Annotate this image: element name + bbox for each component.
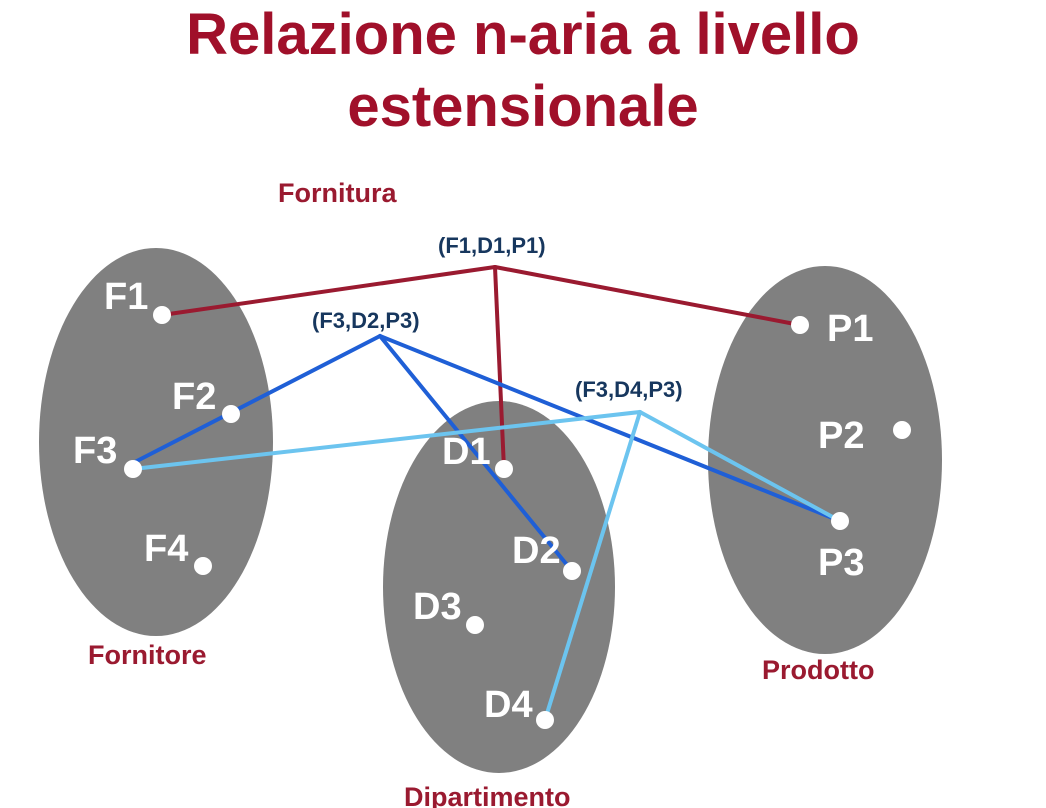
- tuple-f3-d2-p3-lines: [131, 334, 842, 573]
- dot-d1: [495, 460, 513, 478]
- set-label-dipartimento: Dipartimento: [404, 782, 571, 808]
- element-label-f1: F1: [104, 276, 148, 318]
- dot-p1: [791, 316, 809, 334]
- link-f1: [160, 265, 497, 317]
- dot-f4: [194, 557, 212, 575]
- link-f3: [131, 410, 642, 471]
- element-label-d2: D2: [512, 530, 561, 572]
- dot-p3: [831, 512, 849, 530]
- relation-name-label: Fornitura: [278, 178, 397, 208]
- element-label-d4: D4: [484, 684, 533, 726]
- dot-f1: [153, 306, 171, 324]
- link-p3: [378, 334, 842, 523]
- dot-d4: [536, 711, 554, 729]
- slide-title-line-2: estensionale: [347, 74, 699, 139]
- link-d1: [493, 265, 506, 471]
- element-label-f3: F3: [73, 430, 117, 472]
- element-label-f4: F4: [144, 528, 188, 570]
- link-p3: [638, 410, 842, 523]
- tuple-f3-d4-p3-lines: [131, 410, 842, 722]
- element-label-f2: F2: [172, 376, 216, 418]
- dot-p2: [893, 421, 911, 439]
- set-fornitore-ellipse: [39, 248, 273, 636]
- element-label-p3: P3: [818, 542, 864, 584]
- dot-f2: [222, 405, 240, 423]
- dot-d3: [466, 616, 484, 634]
- link-d2: [378, 334, 574, 573]
- link-d4: [543, 410, 642, 722]
- link-f3: [131, 334, 382, 465]
- slide-title-line-1: Relazione n-aria a livello: [186, 2, 860, 67]
- tuple-label-f1-d1-p1: (F1,D1,P1): [438, 233, 546, 258]
- dot-d2: [563, 562, 581, 580]
- set-label-fornitore: Fornitore: [88, 640, 207, 670]
- tuple-f1-d1-p1-lines: [160, 265, 802, 471]
- element-label-d3: D3: [413, 586, 462, 628]
- set-label-prodotto: Prodotto: [762, 655, 874, 685]
- link-p1: [493, 265, 802, 327]
- element-dots: [124, 306, 911, 729]
- tuple-label-f3-d2-p3: (F3,D2,P3): [312, 308, 420, 333]
- tuple-label-f3-d4-p3: (F3,D4,P3): [575, 377, 683, 402]
- element-label-p1: P1: [827, 308, 873, 350]
- element-label-p2: P2: [818, 415, 864, 457]
- dot-f3: [124, 460, 142, 478]
- element-label-d1: D1: [442, 431, 491, 473]
- set-prodotto-ellipse: [708, 266, 942, 654]
